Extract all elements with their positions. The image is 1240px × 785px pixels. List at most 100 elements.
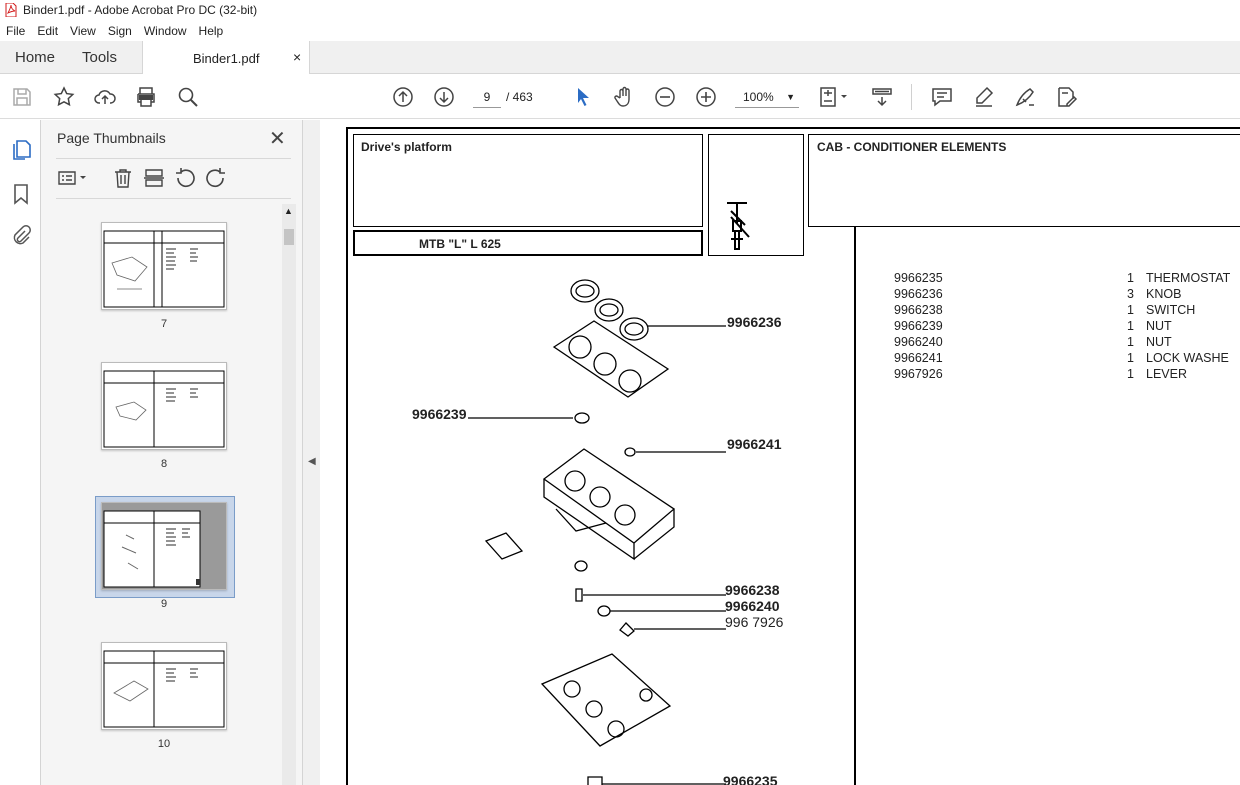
part-description: KNOB: [1146, 287, 1181, 301]
hand-tool-icon[interactable]: [612, 85, 636, 109]
page-thumbnail-8[interactable]: [101, 362, 227, 450]
menu-view[interactable]: View: [64, 24, 102, 38]
bookmarks-icon[interactable]: [9, 182, 33, 206]
page-fit-icon[interactable]: [818, 85, 852, 109]
callout-9966238: 9966238: [725, 582, 780, 598]
panel-divider: [56, 198, 291, 199]
part-qty: 1: [1127, 335, 1134, 349]
panel-title: Page Thumbnails: [57, 130, 166, 146]
page-number-input[interactable]: 9: [473, 86, 501, 108]
main-toolbar: 9 / 463 100% ▼: [0, 74, 1240, 119]
panel-collapse-handle[interactable]: ◀: [303, 120, 320, 785]
scroll-up-icon[interactable]: ▲: [284, 206, 293, 216]
page-thumbnails-panel: Page Thumbnails ✕ 7 8 9 10: [41, 120, 303, 785]
collapse-left-icon: ◀: [308, 456, 316, 467]
header-left-title: Drive's platform: [361, 140, 452, 154]
exploded-parts-diagram: [468, 269, 828, 785]
part-number: 9966238: [894, 303, 943, 317]
tab-bar: Home Tools Binder1.pdf ×: [0, 41, 1240, 74]
part-number: 9966239: [894, 319, 943, 333]
tab-tools[interactable]: Tools: [82, 41, 117, 74]
zoom-level-value: 100%: [743, 90, 774, 104]
thumbnail-label: 9: [41, 598, 287, 610]
panel-close-icon[interactable]: ✕: [269, 126, 286, 151]
page-total-label: / 463: [506, 90, 533, 104]
tab-document[interactable]: Binder1.pdf ×: [142, 41, 310, 75]
menu-help[interactable]: Help: [193, 24, 230, 38]
menu-file[interactable]: File: [0, 24, 31, 38]
callout-9966235: 9966235: [723, 773, 778, 785]
model-box: MTB "L" L 625: [353, 230, 703, 256]
menu-sign[interactable]: Sign: [102, 24, 138, 38]
tab-close-icon[interactable]: ×: [293, 49, 301, 65]
menu-edit[interactable]: Edit: [31, 24, 64, 38]
zoom-out-icon[interactable]: [653, 85, 677, 109]
part-qty: 1: [1127, 319, 1134, 333]
callout-9966241: 9966241: [727, 436, 782, 452]
page-column-divider: [854, 227, 856, 785]
part-qty: 1: [1127, 303, 1134, 317]
part-description: THERMOSTAT: [1146, 271, 1230, 285]
toolbar-divider: [911, 84, 912, 110]
document-view: Drive's platform MTB "L" L 625 CAB - CON…: [320, 120, 1240, 785]
window-title: Binder1.pdf - Adobe Acrobat Pro DC (32-b…: [23, 3, 257, 17]
thumbnail-options-icon[interactable]: [56, 166, 90, 190]
scroll-mode-icon[interactable]: [870, 85, 894, 109]
insert-page-icon[interactable]: [142, 166, 166, 190]
thumbnail-label: 8: [41, 458, 287, 470]
model-label: MTB "L" L 625: [419, 237, 501, 251]
rotate-counterclockwise-icon[interactable]: [173, 166, 197, 190]
print-icon[interactable]: [134, 85, 158, 109]
header-left-box: Drive's platform: [353, 134, 703, 227]
page-thumbnail-10[interactable]: [101, 642, 227, 730]
highlight-pen-icon[interactable]: [972, 85, 996, 109]
zoom-in-icon[interactable]: [694, 85, 718, 109]
part-qty: 3: [1127, 287, 1134, 301]
rotate-clockwise-icon[interactable]: [204, 166, 228, 190]
part-number: 9966236: [894, 287, 943, 301]
menu-bar: File Edit View Sign Window Help: [0, 20, 1240, 41]
scrollbar-handle[interactable]: [284, 229, 294, 245]
page-thumbnails-icon[interactable]: [9, 138, 33, 162]
header-right-title: CAB - CONDITIONER ELEMENTS: [817, 140, 1006, 154]
part-number: 9966235: [894, 271, 943, 285]
zoom-level-select[interactable]: 100% ▼: [735, 86, 799, 108]
edit-pdf-icon[interactable]: [1054, 85, 1078, 109]
select-cursor-icon[interactable]: [571, 85, 595, 109]
tab-document-label: Binder1.pdf: [193, 51, 260, 66]
tab-home[interactable]: Home: [15, 41, 55, 74]
save-icon[interactable]: [10, 85, 34, 109]
next-page-icon[interactable]: [432, 85, 456, 109]
thumbnail-scrollbar[interactable]: ▲: [282, 204, 296, 785]
delete-page-icon[interactable]: [111, 166, 135, 190]
chevron-down-icon: ▼: [786, 86, 795, 108]
callout-9966240: 9966240: [725, 598, 780, 614]
callout-9966236: 9966236: [727, 314, 782, 330]
part-description: SWITCH: [1146, 303, 1195, 317]
panel-divider: [56, 158, 291, 159]
part-description: LOCK WASHE: [1146, 351, 1229, 365]
attachments-paperclip-icon[interactable]: [9, 224, 33, 248]
thumbnail-tools: [56, 164, 296, 192]
search-icon[interactable]: [176, 85, 200, 109]
part-number: 9966241: [894, 351, 943, 365]
part-number: 9966240: [894, 335, 943, 349]
page-thumbnail-7[interactable]: [101, 222, 227, 310]
part-qty: 1: [1127, 351, 1134, 365]
bookmark-star-icon[interactable]: [52, 85, 76, 109]
previous-page-icon[interactable]: [391, 85, 415, 109]
thermostat-icon-box: [708, 134, 804, 256]
part-number: 9967926: [894, 367, 943, 381]
fill-sign-icon[interactable]: [1013, 85, 1037, 109]
pdf-page: Drive's platform MTB "L" L 625 CAB - CON…: [346, 127, 1240, 785]
part-description: NUT: [1146, 319, 1172, 333]
comment-icon[interactable]: [930, 85, 954, 109]
page-thumbnail-9[interactable]: [101, 502, 227, 590]
part-qty: 1: [1127, 271, 1134, 285]
upload-cloud-icon[interactable]: [93, 85, 117, 109]
part-description: NUT: [1146, 335, 1172, 349]
acrobat-pdf-icon: [5, 3, 17, 17]
title-bar: Binder1.pdf - Adobe Acrobat Pro DC (32-b…: [0, 0, 1240, 20]
menu-window[interactable]: Window: [138, 24, 193, 38]
thumbnail-label: 10: [41, 738, 287, 750]
